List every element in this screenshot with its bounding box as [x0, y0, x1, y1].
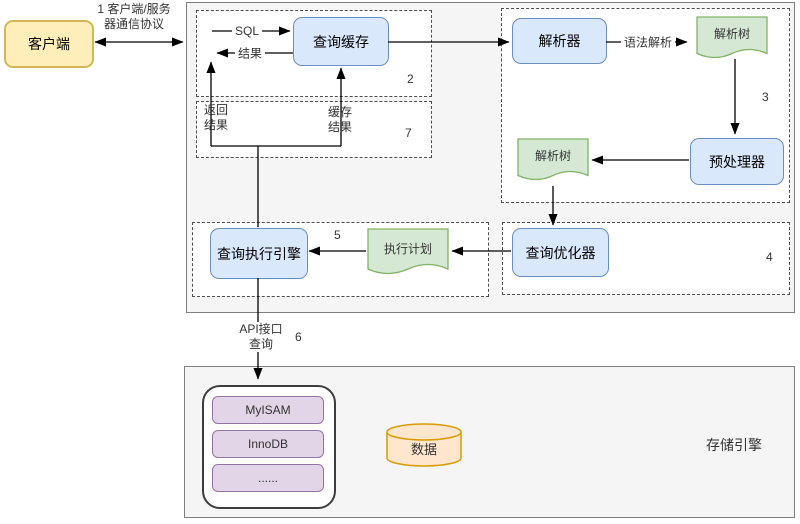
preprocessor-box: 预处理器 — [690, 138, 784, 185]
execution-engine-box: 查询执行引擎 — [210, 228, 308, 279]
engine-myisam: MyISAM — [212, 396, 324, 424]
cached-result-label: 缓存 结果 — [327, 105, 353, 134]
step-5: 5 — [334, 228, 341, 242]
parser-label: 解析器 — [538, 33, 581, 49]
document-shape — [367, 228, 449, 275]
engine-innodb: InnoDB — [212, 430, 324, 458]
query-cache-label: 查询缓存 — [313, 33, 369, 50]
parse-tree-label-1: 解析树 — [713, 27, 750, 41]
connection-protocol-label: 1 客户端/服务 器通信协议 — [97, 2, 171, 31]
optimizer-box: 查询优化器 — [512, 228, 609, 277]
sql-label: SQL — [231, 24, 263, 38]
step-2: 2 — [407, 72, 414, 86]
result-label: 结果 — [234, 44, 266, 62]
engine-others-label: ...... — [257, 471, 278, 485]
data-label: 数据 — [410, 442, 437, 457]
syntax-parse-label: 语法解析 — [620, 33, 676, 51]
cylinder-shape — [386, 423, 462, 467]
preprocessor-label: 预处理器 — [709, 153, 765, 170]
parse-tree-doc-2: 解析树 — [517, 138, 589, 184]
engine-innodb-label: InnoDB — [247, 437, 289, 451]
step-4: 4 — [766, 250, 773, 264]
client-box: 客户端 — [4, 20, 94, 68]
parse-tree-doc-1: 解析树 — [696, 16, 768, 62]
step-6: 6 — [295, 330, 302, 344]
parser-box: 解析器 — [512, 18, 607, 64]
parse-tree-label-2: 解析树 — [534, 149, 571, 163]
document-shape — [517, 138, 589, 181]
client-label: 客户端 — [28, 36, 70, 52]
document-shape — [696, 16, 768, 59]
step-3: 3 — [762, 90, 769, 104]
query-cache-box: 查询缓存 — [293, 17, 389, 66]
execution-plan-label: 执行计划 — [383, 242, 432, 256]
engine-others: ...... — [212, 464, 324, 492]
engine-myisam-label: MyISAM — [245, 403, 291, 417]
api-query-label: API接口 查询 — [237, 322, 285, 352]
return-result-label: 返回 结果 — [203, 103, 229, 132]
storage-layer-title: 存储引擎 — [706, 437, 762, 453]
execution-plan-doc: 执行计划 — [367, 228, 449, 278]
optimizer-label: 查询优化器 — [525, 244, 596, 261]
execution-engine-label: 查询执行引擎 — [217, 245, 301, 262]
data-cylinder: 数据 — [386, 423, 462, 467]
step-7: 7 — [405, 126, 412, 140]
return-result-section — [196, 101, 432, 158]
